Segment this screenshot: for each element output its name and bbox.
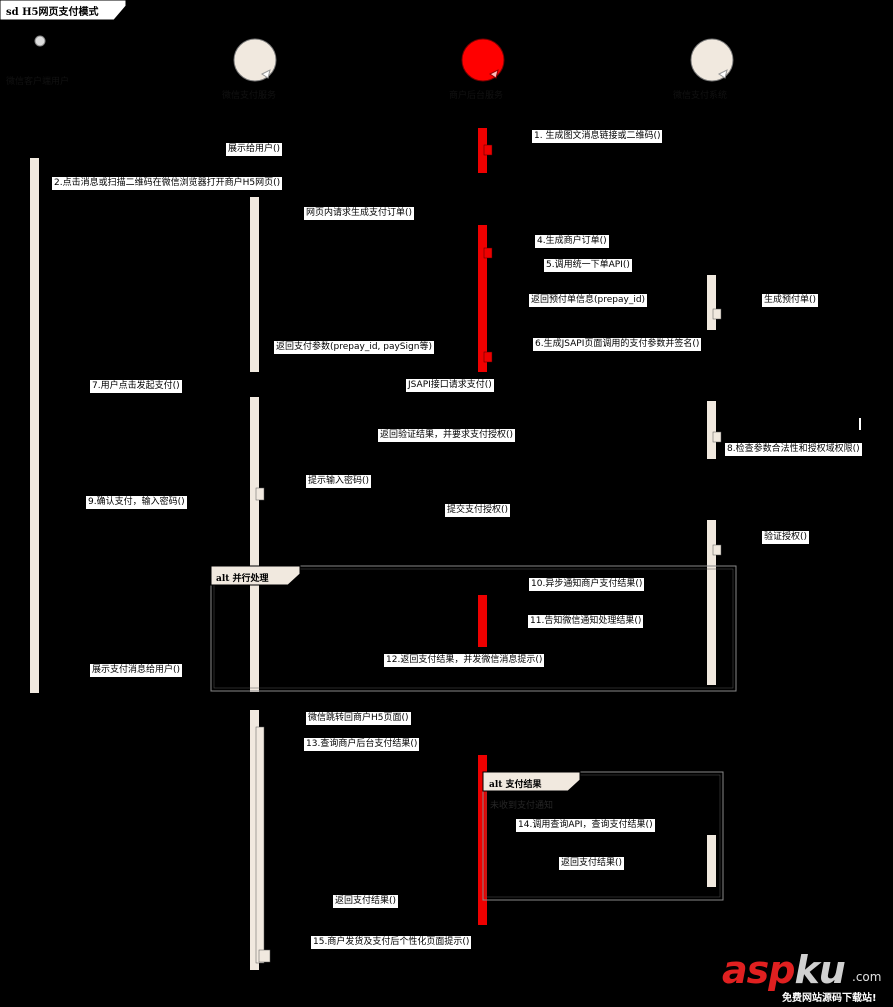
actor-user xyxy=(34,35,46,47)
actor-name-user: 微信客户端用户 xyxy=(6,77,70,87)
fragment-parallel-tab xyxy=(210,565,301,586)
message-label: 返回验证结果，并要求支付授权() xyxy=(378,429,516,442)
activation-service-3 xyxy=(250,512,259,692)
message-label: 提示输入密码() xyxy=(306,475,372,488)
message-label: 12.返回支付结果，并发微信消息提示() xyxy=(384,654,545,667)
message-label: 6.生成JSAPI页面调用的支付参数并签名() xyxy=(533,338,702,351)
actor-merchant-backend xyxy=(461,38,505,82)
message-label: 生成预付单() xyxy=(762,294,819,307)
message-label: 11.告知微信通知处理结果() xyxy=(528,615,644,628)
message-label: 网页内请求生成支付订单() xyxy=(304,207,415,220)
activation-service-1 xyxy=(250,197,259,372)
diagram-title: sd H5网页支付模式 xyxy=(6,7,99,18)
actor-name-merchant: 商户后台服务 xyxy=(449,91,504,101)
message-label: 微信跳转回商户H5页面() xyxy=(306,712,411,725)
message-label: 1. 生成图文消息链接或二维码() xyxy=(532,130,663,143)
message-label: 7.用户点击发起支付() xyxy=(90,380,182,393)
message-label: 10.异步通知商户支付结果() xyxy=(529,578,645,591)
message-label: 14.调用查询API，查询支付结果() xyxy=(516,819,655,832)
activation-system-1 xyxy=(707,275,716,330)
actor-name-system: 微信支付系统 xyxy=(673,91,728,101)
activation-user xyxy=(30,158,39,693)
activation-service-4 xyxy=(250,710,259,970)
fragment-pay-result-guard: 未收到支付通知 xyxy=(490,801,554,811)
watermark-domain: .com xyxy=(852,970,882,984)
message-label: 返回支付结果() xyxy=(333,895,399,908)
message-label: 5.调用统一下单API() xyxy=(544,259,632,272)
diagram-frame-tab xyxy=(0,0,127,21)
message-label: 返回预付单信息(prepay_id) xyxy=(529,294,648,307)
activation-merchant-self-3 xyxy=(483,351,493,363)
activation-system-self-1 xyxy=(712,308,722,320)
message-label: 验证授权() xyxy=(762,531,810,544)
activation-system-self-3 xyxy=(712,544,722,556)
message-label: 返回支付参数(prepay_id, paySign等) xyxy=(274,341,434,354)
message-label: 4.生成商户订单() xyxy=(535,235,609,248)
message-label: 9.确认支付，输入密码() xyxy=(86,496,187,509)
fragment-parallel-label: alt 并行处理 xyxy=(216,574,269,584)
message-label: 13.查询商户后台支付结果() xyxy=(304,738,420,751)
watermark-logo: aspku xyxy=(722,948,846,992)
fragment-pay-result-label: alt 支付结果 xyxy=(489,780,542,790)
fragment-pay-result-tab xyxy=(482,771,581,792)
activation-service-self-1 xyxy=(255,487,265,501)
activation-system-4 xyxy=(707,835,716,887)
message-label: 展示支付消息给用户() xyxy=(90,664,183,677)
message-label: 15.商户发货及支付后个性化页面提示() xyxy=(311,936,472,949)
activation-system-self-2 xyxy=(712,431,722,443)
message-label: JSAPI接口请求支付() xyxy=(406,379,494,392)
activation-merchant-3 xyxy=(478,595,487,647)
message-label: 2.点击消息或扫描二维码在微信浏览器打开商户H5网页() xyxy=(52,177,283,190)
activation-service-self-2 xyxy=(255,726,265,964)
activation-system-2 xyxy=(707,401,716,459)
actor-wechat-pay-service xyxy=(233,38,277,82)
watermark-tagline: 免费网站源码下载站! xyxy=(782,993,877,1004)
activation-merchant-self-1 xyxy=(483,144,493,156)
message-label: 8.检查参数合法性和授权域权限() xyxy=(725,443,862,456)
fragment-parallel xyxy=(210,565,737,692)
actor-name-service: 微信支付服务 xyxy=(222,91,277,101)
activation-merchant-1 xyxy=(478,128,487,173)
activation-merchant-self-2 xyxy=(483,247,493,259)
message-label: 返回支付结果() xyxy=(559,857,625,870)
activation-service-2 xyxy=(250,397,259,512)
message-label: 展示给用户() xyxy=(226,143,283,156)
actor-wechat-pay-system xyxy=(690,38,734,82)
activation-service-self-3 xyxy=(258,949,271,963)
fragment-pay-result xyxy=(482,771,724,901)
message-label: 提交支付授权() xyxy=(445,504,511,517)
activation-merchant-2 xyxy=(478,225,487,372)
activation-system-3 xyxy=(707,520,716,685)
